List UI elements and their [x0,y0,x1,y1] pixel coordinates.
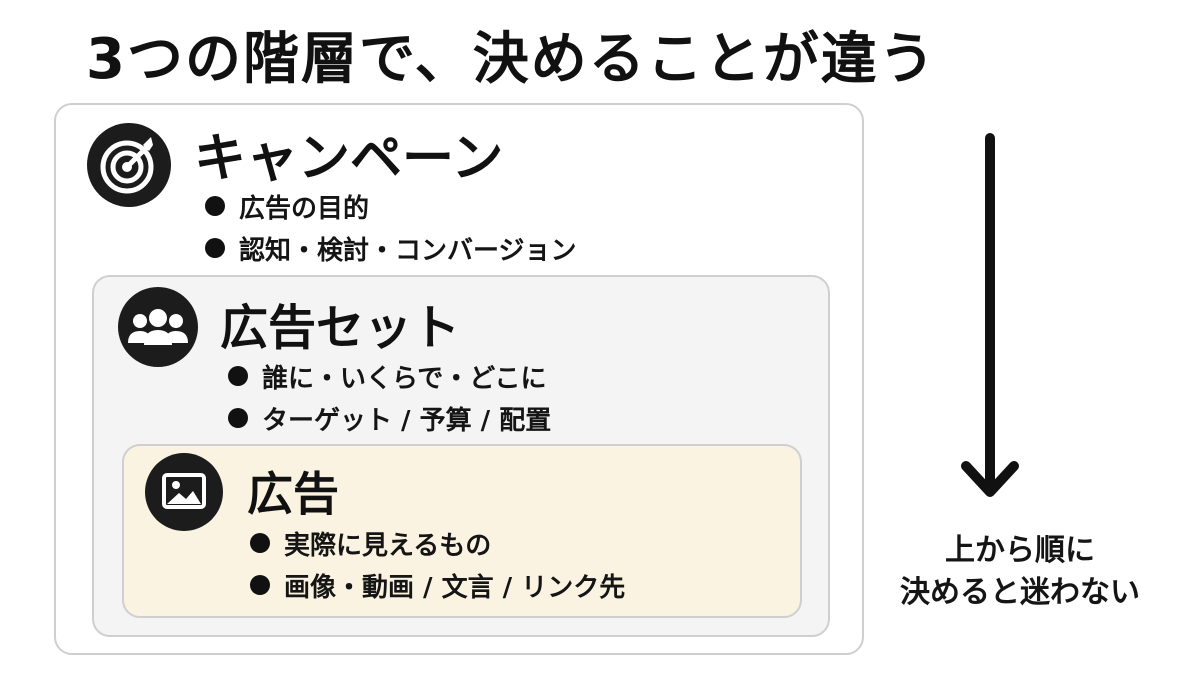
adset-bullets: 誰に・いくらで・どこに ターゲット / 予算 / 配置 [228,355,551,439]
campaign-bullet: 広告の目的 [205,185,576,227]
adset-bullet: 誰に・いくらで・どこに [228,355,551,397]
down-arrow-icon [961,133,1019,497]
campaign-bullet-text: 認知・検討・コンバージョン [239,235,577,266]
campaign-bullets: 広告の目的 認知・検討・コンバージョン [205,185,576,269]
campaign-bullet-text: 広告の目的 [239,193,370,224]
image-icon [145,453,223,531]
adset-title: 広告セット [220,300,461,356]
ad-title: 広告 [247,467,339,521]
ad-bullets: 実際に見えるもの 画像・動画 / 文言 / リンク先 [250,522,625,606]
adset-bullet: ターゲット / 予算 / 配置 [228,397,551,439]
campaign-bullet: 認知・検討・コンバージョン [205,227,576,269]
flow-note-line: 上から順に [945,533,1095,568]
ad-level-box [122,444,802,618]
bullet-dot-icon [205,196,225,216]
adset-bullet-text: ターゲット / 予算 / 配置 [262,405,552,436]
bullet-dot-icon [250,533,270,553]
target-icon [87,123,171,207]
ad-bullet: 画像・動画 / 文言 / リンク先 [250,564,625,606]
bullet-dot-icon [205,238,225,258]
adset-bullet-text: 誰に・いくらで・どこに [262,363,547,394]
ad-bullet-text: 実際に見えるもの [284,530,492,561]
flow-note-line: 決めると迷わない [900,575,1140,610]
people-group-icon [118,287,198,367]
ad-bullet: 実際に見えるもの [250,522,625,564]
campaign-title: キャンペーン [194,129,504,189]
ad-bullet-text: 画像・動画 / 文言 / リンク先 [284,572,626,603]
bullet-dot-icon [228,366,248,386]
flow-note: 上から順に 決めると迷わない [862,530,1178,614]
bullet-dot-icon [228,408,248,428]
page-title: 3つの階層で、決めることが違う [86,27,937,92]
bullet-dot-icon [250,575,270,595]
